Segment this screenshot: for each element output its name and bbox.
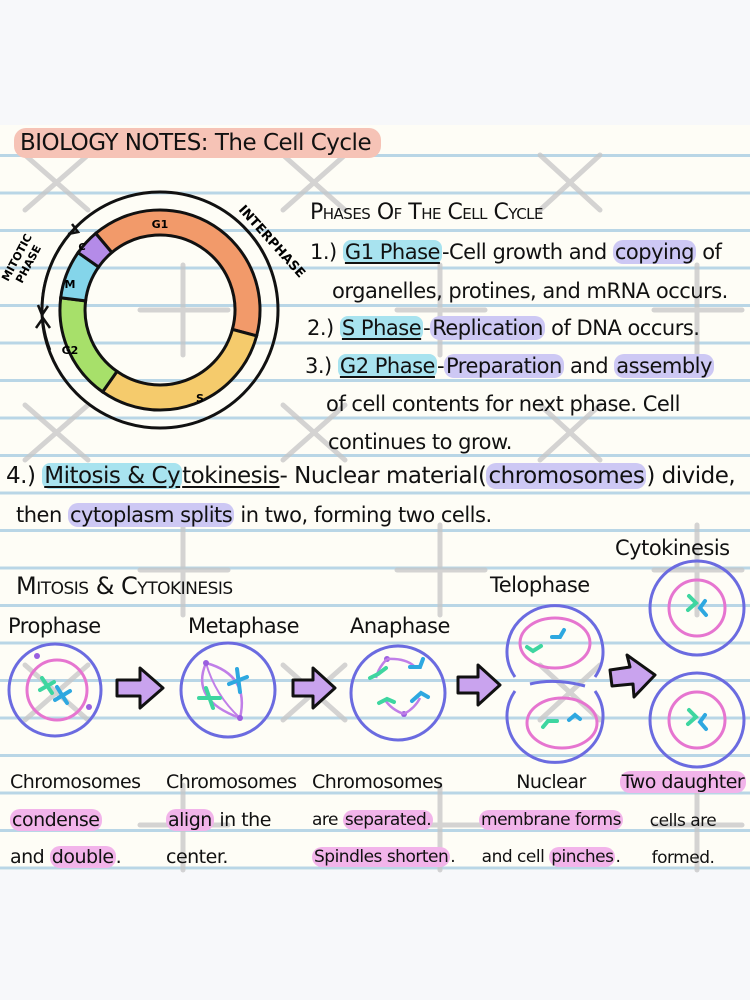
phase-item-mitosis: 4.) Mitosis & Cytokinesis- Nuclear mater… (6, 463, 736, 489)
cytokinesis-cells (648, 559, 746, 769)
segment-label-c: C (78, 242, 85, 253)
phases-heading: Phases Of The Cell Cycle (310, 200, 544, 225)
segment-label-m: M (65, 278, 76, 291)
phase-item-g2: 3.) G2 Phase-Preparation and assembly (305, 354, 714, 378)
phase-item-mitosis-cont: then cytoplasm splits in two, forming tw… (16, 503, 492, 527)
cell-cycle-diagram: G1 S G2 M C INTERPHASE MITOTIC PHASE (0, 190, 308, 430)
segment-label-g1: G1 (152, 218, 169, 231)
metaphase-cell (179, 641, 277, 739)
stage-label-cytokinesis: Cytokinesis (615, 536, 730, 560)
mitosis-drawings (7, 559, 746, 769)
desc-metaphase: Chromosomes align in the center. (166, 771, 297, 868)
segment-label-g2: G2 (62, 344, 79, 357)
desc-prophase: Chromosomes condense and double. (10, 771, 141, 868)
stage-label-anaphase: Anaphase (350, 614, 450, 638)
stage-label-metaphase: Metaphase (188, 614, 300, 638)
phase-name: G1 Phase (342, 240, 442, 264)
prophase-cell (7, 642, 103, 738)
phase-name: G2 Phase (337, 354, 437, 378)
phase-name: S Phase (339, 316, 424, 340)
phase-item-g2-cont: of cell contents for next phase. Cell (326, 392, 680, 416)
anaphase-cell (349, 644, 447, 742)
item-number: 1.) (310, 240, 337, 264)
stage-label-prophase: Prophase (8, 614, 101, 638)
phase-item-g1-cont: organelles, protines, and mRNA occurs. (332, 279, 728, 303)
mitosis-heading: Mitosis & Cytokinesis (16, 572, 233, 600)
segment-label-s: S (196, 392, 204, 405)
desc-telophase: Nuclear membrane forms and cell pinches. (479, 771, 623, 867)
stage-label-telophase: Telophase (490, 573, 590, 597)
telophase-cell (505, 604, 605, 764)
phase-item-s: 2.) S Phase-Replication of DNA occurs. (307, 316, 700, 340)
phase-item-g2-cont2: continues to grow. (328, 430, 512, 454)
page-title: BIOLOGY NOTES: The Cell Cycle (14, 128, 382, 158)
desc-cytokinesis: Two daughter cells are formed. (619, 771, 747, 868)
phase-item-g1: 1.) G1 Phase-Cell growth and copying of (310, 240, 722, 264)
desc-anaphase: Chromosomes are separated. Spindles shor… (312, 771, 456, 867)
